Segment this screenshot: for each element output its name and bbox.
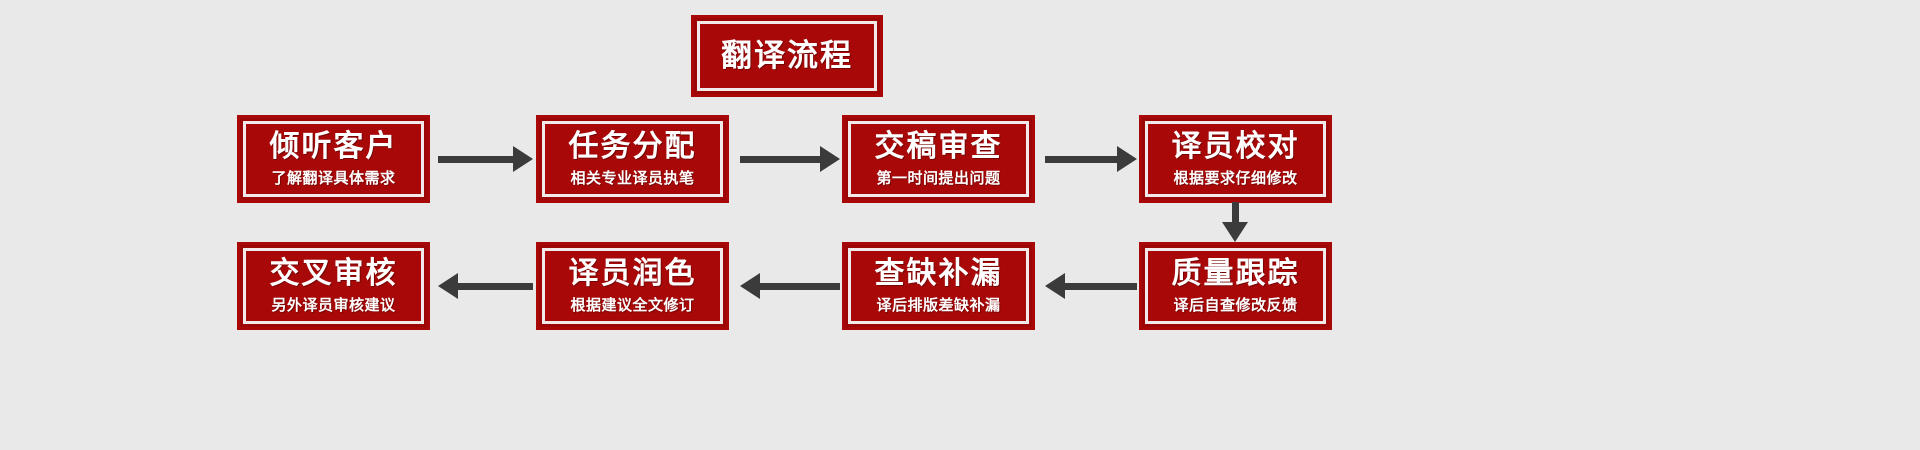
process-node-4-subtitle: 根据要求仔细修改 — [1173, 168, 1298, 187]
arrow-shaft — [1231, 202, 1239, 222]
process-node-5-heading: 质量跟踪 — [1171, 256, 1300, 292]
flowchart-title-box: 翻译流程 — [691, 15, 883, 97]
arrow-node1-to-node2 — [438, 146, 533, 172]
process-node-1[interactable]: 倾听客户 了解翻译具体需求 — [237, 115, 430, 203]
arrow-node4-to-node5 — [1222, 202, 1248, 242]
arrow-node7-to-node8 — [438, 273, 533, 299]
arrow-head-down-icon — [1222, 222, 1248, 242]
process-node-2[interactable]: 任务分配 相关专业译员执笔 — [536, 115, 729, 203]
process-node-6-subtitle: 译后排版差缺补漏 — [876, 295, 1001, 314]
arrow-shaft — [1045, 155, 1117, 163]
arrow-head-left-icon — [1045, 273, 1065, 299]
process-node-8-subtitle: 另外译员审核建议 — [271, 295, 396, 314]
arrow-shaft — [458, 282, 533, 290]
process-node-7-subtitle: 根据建议全文修订 — [570, 295, 695, 314]
arrow-head-right-icon — [820, 146, 840, 172]
process-node-7-heading: 译员润色 — [568, 256, 697, 292]
arrow-shaft — [760, 282, 840, 290]
arrow-head-left-icon — [438, 273, 458, 299]
process-node-7[interactable]: 译员润色 根据建议全文修订 — [536, 242, 729, 330]
arrow-head-right-icon — [1117, 146, 1137, 172]
process-node-2-subtitle: 相关专业译员执笔 — [570, 168, 695, 187]
process-node-1-subtitle: 了解翻译具体需求 — [271, 168, 396, 187]
arrow-node2-to-node3 — [740, 146, 840, 172]
process-node-8-heading: 交叉审核 — [269, 256, 398, 292]
process-node-6[interactable]: 查缺补漏 译后排版差缺补漏 — [842, 242, 1035, 330]
process-node-2-heading: 任务分配 — [568, 129, 697, 165]
arrow-node6-to-node7 — [740, 273, 840, 299]
process-node-5-subtitle: 译后自查修改反馈 — [1173, 295, 1298, 314]
process-node-1-heading: 倾听客户 — [269, 129, 398, 165]
process-node-8[interactable]: 交叉审核 另外译员审核建议 — [237, 242, 430, 330]
arrow-head-right-icon — [513, 146, 533, 172]
process-node-5[interactable]: 质量跟踪 译后自查修改反馈 — [1139, 242, 1332, 330]
flowchart-title-text: 翻译流程 — [721, 37, 853, 74]
arrow-node5-to-node6 — [1045, 273, 1137, 299]
process-node-3-subtitle: 第一时间提出问题 — [876, 168, 1001, 187]
arrow-shaft — [438, 155, 513, 163]
arrow-shaft — [740, 155, 820, 163]
arrow-head-left-icon — [740, 273, 760, 299]
process-node-6-heading: 查缺补漏 — [874, 256, 1003, 292]
process-node-4[interactable]: 译员校对 根据要求仔细修改 — [1139, 115, 1332, 203]
arrow-node3-to-node4 — [1045, 146, 1137, 172]
process-node-3-heading: 交稿审查 — [874, 129, 1003, 165]
arrow-shaft — [1065, 282, 1137, 290]
process-node-3[interactable]: 交稿审查 第一时间提出问题 — [842, 115, 1035, 203]
process-node-4-heading: 译员校对 — [1171, 129, 1300, 165]
